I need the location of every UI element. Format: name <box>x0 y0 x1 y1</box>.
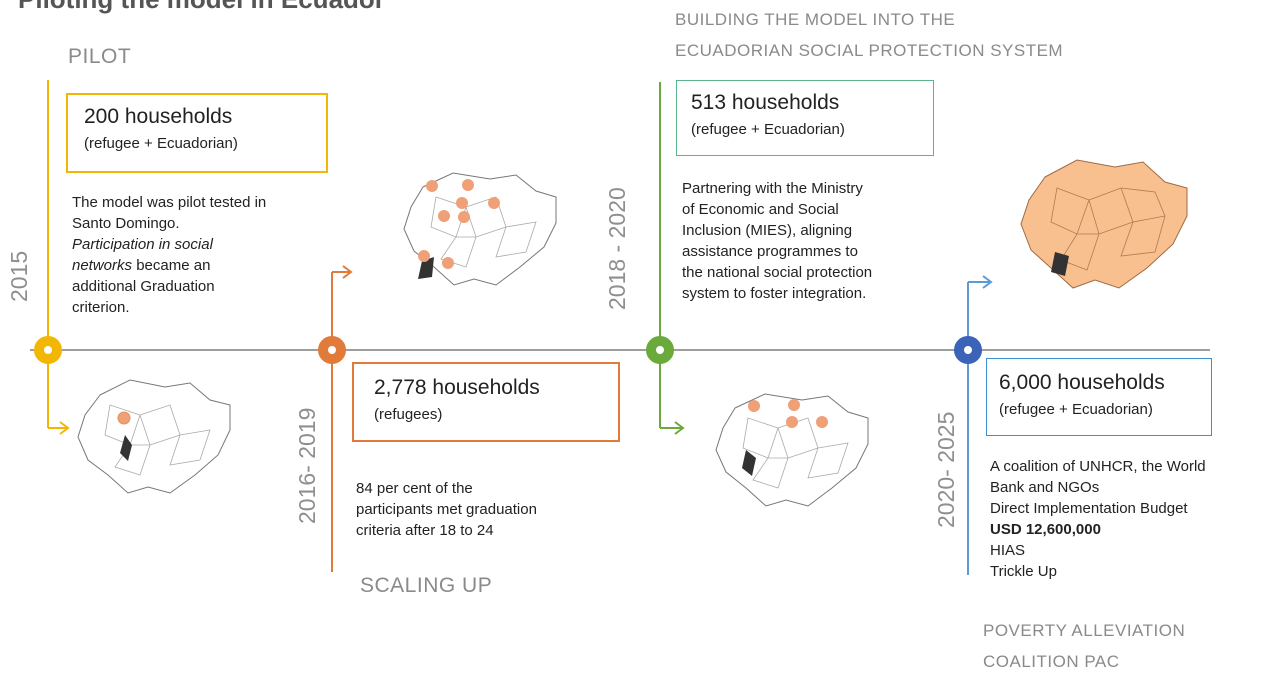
pac-budget-amount: USD 12,600,000 <box>990 521 1101 538</box>
ecuador-map-icon <box>715 393 869 507</box>
timeline-node-2018 <box>646 336 674 364</box>
arrow-right-icon <box>674 421 685 435</box>
phase-label-pac: POVERTY ALLEVIATION COALITION PAC <box>983 621 1186 671</box>
arrow-right-icon <box>982 275 993 289</box>
arrow-right-icon <box>59 421 70 435</box>
phase-label-pilot: PILOT <box>68 45 132 68</box>
pac-households-box: 6,000 households (refugee + Ecuadorian) <box>986 358 1212 436</box>
phase-label-scaling: SCALING UP <box>360 574 493 597</box>
ecuador-map-icon <box>77 379 231 494</box>
timeline-node-2015 <box>34 336 62 364</box>
year-label-2020-2025: 2020- 2025 <box>933 411 959 528</box>
pilot-description: The model was pilot tested in Santo Domi… <box>72 194 267 316</box>
scaling-households-box: 2,778 households (refugees) <box>352 362 620 442</box>
pac-description: A coalition of UNHCR, the World Bank and… <box>990 456 1250 582</box>
year-label-2018-2020: 2018 - 2020 <box>604 187 630 310</box>
timeline-node-2016 <box>318 336 346 364</box>
phase-label-building: BUILDING THE MODEL INTO THE ECUADORIAN S… <box>675 10 1064 60</box>
ecuador-map-icon <box>403 172 557 286</box>
timeline-node-2020 <box>954 336 982 364</box>
year-label-2015: 2015 <box>6 250 32 302</box>
ecuador-map-icon <box>1020 159 1188 289</box>
building-households-box: 513 households (refugee + Ecuadorian) <box>676 80 934 156</box>
page-title: Piloting the model in Ecuador <box>18 0 385 15</box>
building-description: Partnering with the Ministry of Economic… <box>682 180 873 302</box>
scaling-description: 84 per cent of the participants met grad… <box>356 480 537 539</box>
year-label-2016-2019: 2016- 2019 <box>294 407 320 524</box>
pilot-households-box: 200 households (refugee + Ecuadorian) <box>66 93 328 173</box>
arrow-right-icon <box>342 265 353 279</box>
